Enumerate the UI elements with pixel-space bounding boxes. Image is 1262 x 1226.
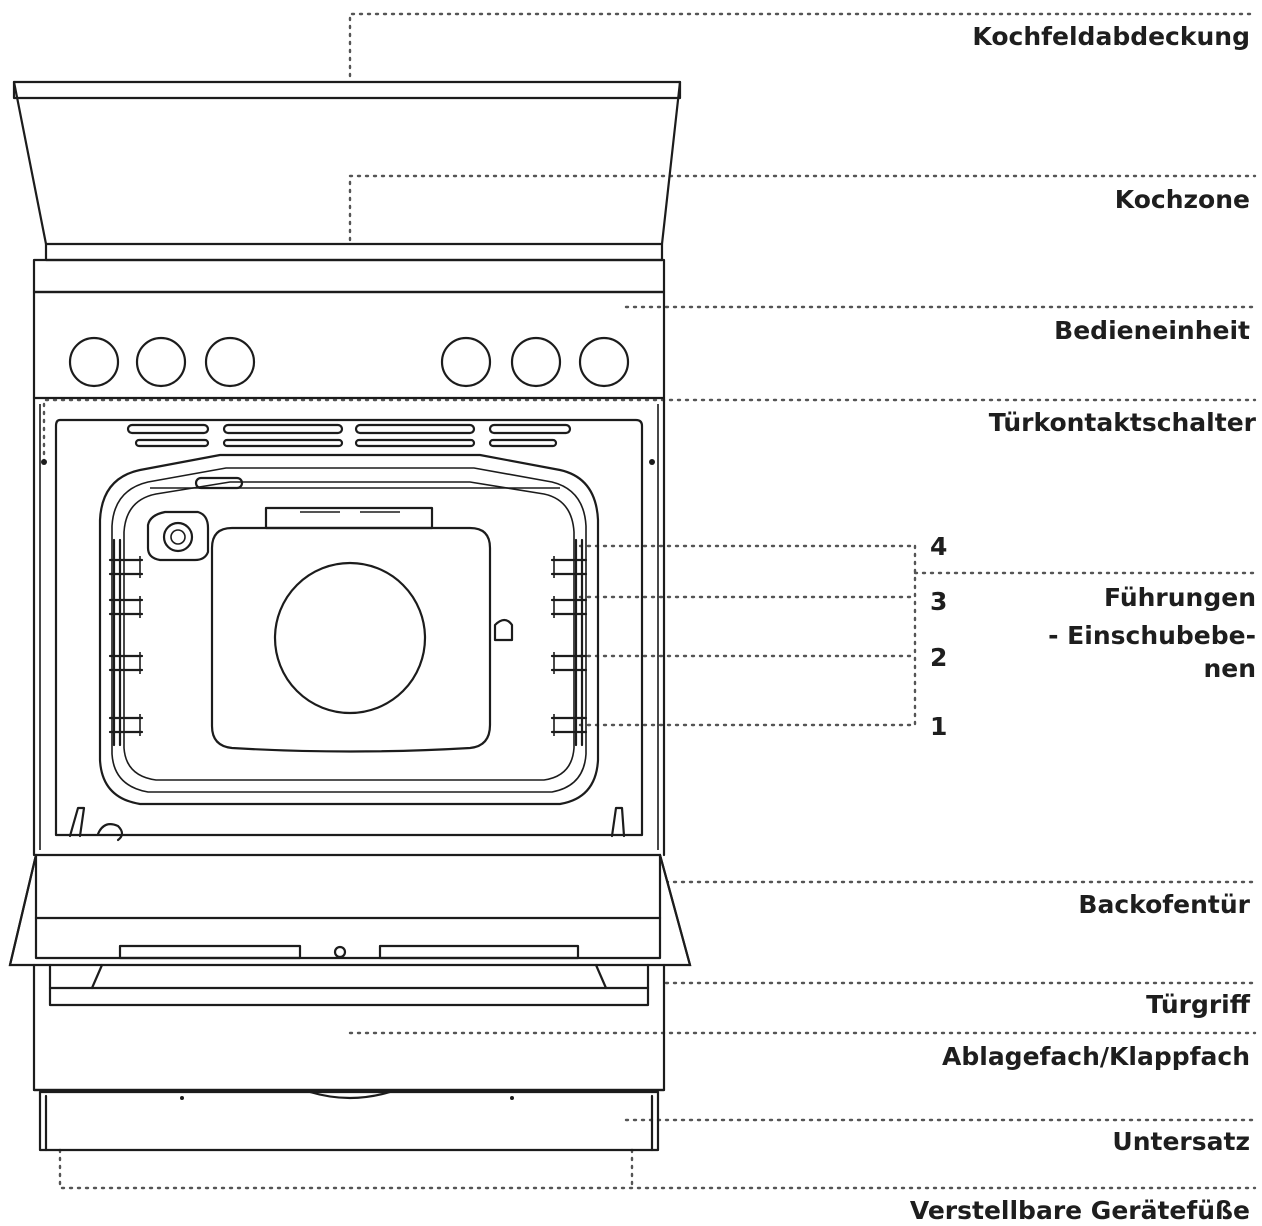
control-panel <box>32 290 666 400</box>
label-shelf-3: 3 <box>930 587 948 616</box>
label-control-panel: Bedieneinheit <box>1054 316 1250 345</box>
label-shelf-1: 1 <box>930 712 948 741</box>
label-hob-cover: Kochfeldabdeckung <box>972 22 1250 51</box>
label-guides-3: nen <box>1203 654 1256 683</box>
label-cooking-zone: Kochzone <box>1114 185 1250 214</box>
label-door-handle: Türgriff <box>1146 990 1250 1019</box>
knob-1 <box>68 336 120 388</box>
storage-drawer <box>32 963 666 1092</box>
leader-lines <box>42 12 1257 1190</box>
oven-cavity <box>54 418 644 842</box>
label-base: Untersatz <box>1112 1127 1250 1156</box>
knob-2 <box>135 336 187 388</box>
hob-top <box>32 258 666 294</box>
label-guides-1: Führungen <box>1103 583 1256 612</box>
door-handle <box>48 963 650 1007</box>
label-oven-door: Backofentür <box>1078 890 1250 919</box>
label-adjustable-feet: Verstellbare Gerätefüße <box>909 1196 1250 1225</box>
knob-6 <box>578 336 630 388</box>
shelf-guides-right <box>550 538 588 747</box>
label-guides-2: - Einschubebe- <box>1048 621 1256 650</box>
oven-body <box>32 396 666 857</box>
oven-door <box>8 853 692 967</box>
shelf-guides-left <box>108 538 144 747</box>
leader-feet <box>58 1148 1257 1190</box>
base <box>38 1090 660 1152</box>
leader-hob-cover <box>348 12 1257 78</box>
knob-4 <box>440 336 492 388</box>
knob-5 <box>510 336 562 388</box>
label-storage-drawer: Ablagefach/Klappfach <box>942 1042 1250 1071</box>
hob-cover <box>12 80 682 262</box>
leader-cooking-zone <box>348 174 1257 242</box>
label-shelf-4: 4 <box>930 532 948 561</box>
label-door-switch: Türkontaktschalter <box>988 408 1256 437</box>
knob-3 <box>204 336 256 388</box>
label-shelf-2: 2 <box>930 643 948 672</box>
